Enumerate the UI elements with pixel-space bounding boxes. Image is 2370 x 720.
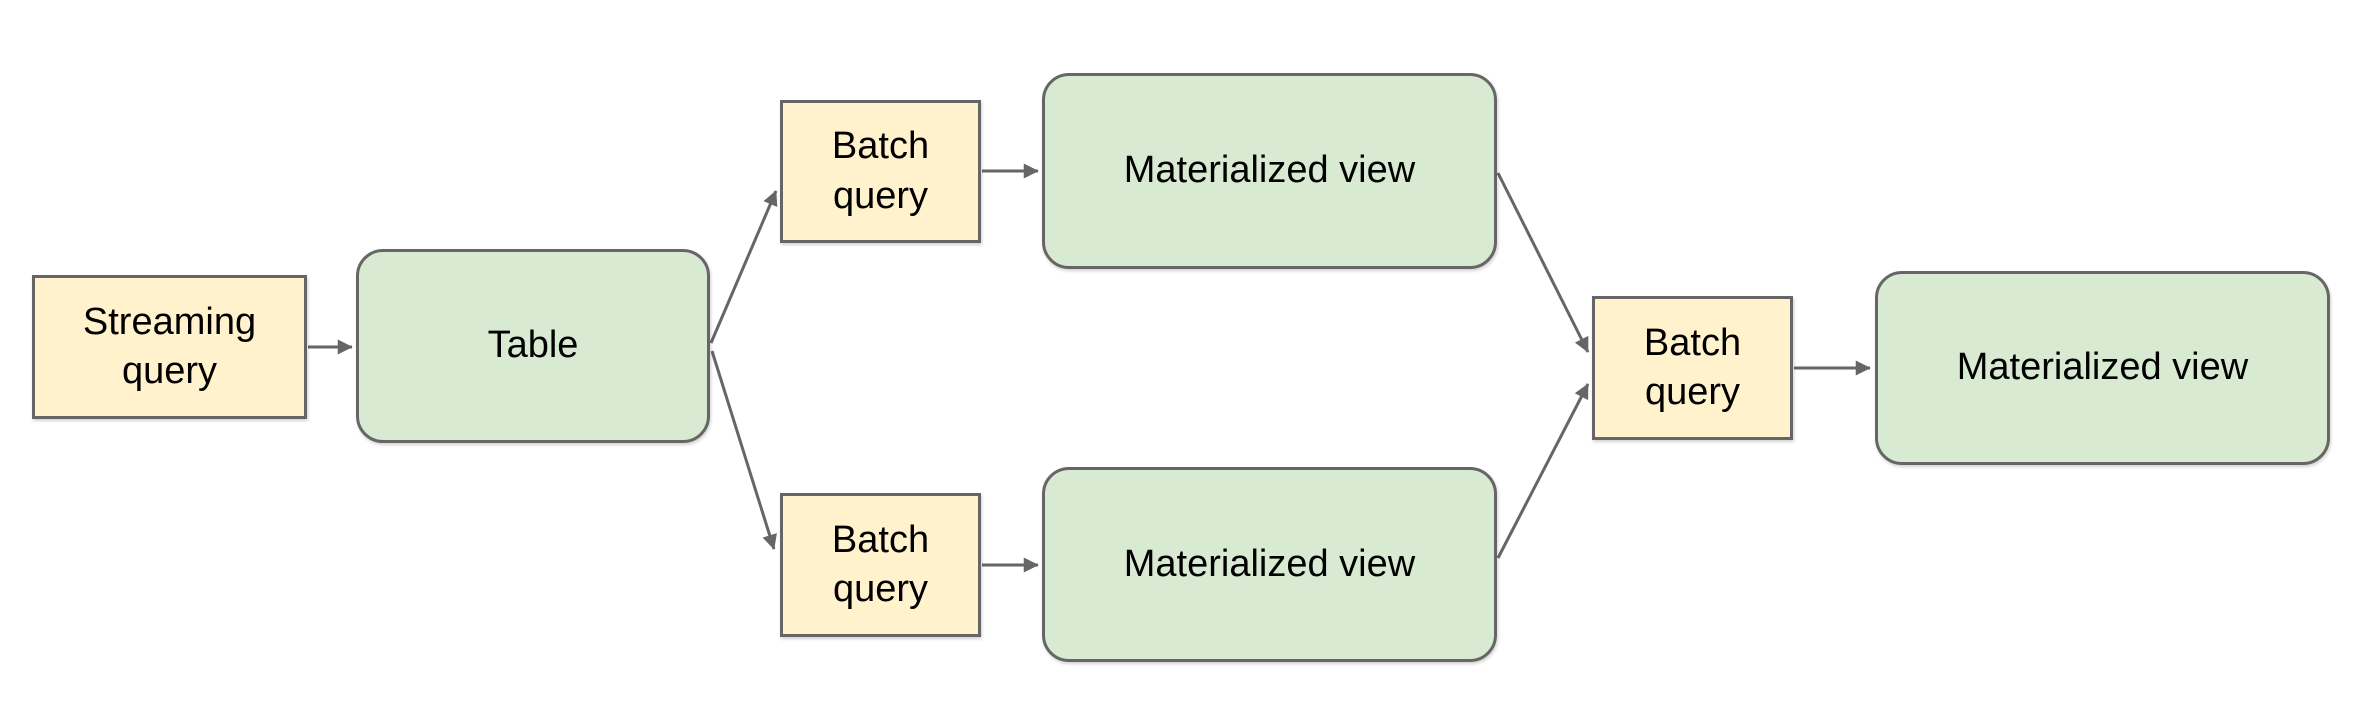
connector-materialized-view-bottom-to-batch-query-final: [1496, 383, 1590, 559]
node-label: Batch query: [1643, 321, 1742, 413]
node-label: Batch query: [831, 518, 930, 610]
connector-materialized-view-top-to-batch-query-final: [1496, 172, 1590, 353]
node-batch-query-top: Batch query: [780, 100, 981, 243]
node-label: Batch query: [831, 125, 930, 217]
node-label: Streaming query: [82, 300, 257, 392]
node-label: Table: [487, 324, 579, 367]
node-materialized-view-top: Materialized view: [1042, 73, 1497, 269]
node-table: Table: [356, 249, 710, 443]
node-materialized-view-final: Materialized view: [1875, 271, 2330, 465]
node-batch-query-final: Batch query: [1592, 296, 1793, 440]
connector-table-to-batch-query-top: [709, 190, 778, 344]
connector-table-to-batch-query-bottom: [710, 350, 777, 550]
node-label: Materialized view: [1123, 542, 1416, 585]
node-streaming-query: Streaming query: [32, 275, 307, 419]
node-materialized-view-bottom: Materialized view: [1042, 467, 1497, 662]
node-label: Materialized view: [1956, 346, 2249, 389]
node-label: Materialized view: [1123, 149, 1416, 192]
node-batch-query-bottom: Batch query: [780, 493, 981, 637]
